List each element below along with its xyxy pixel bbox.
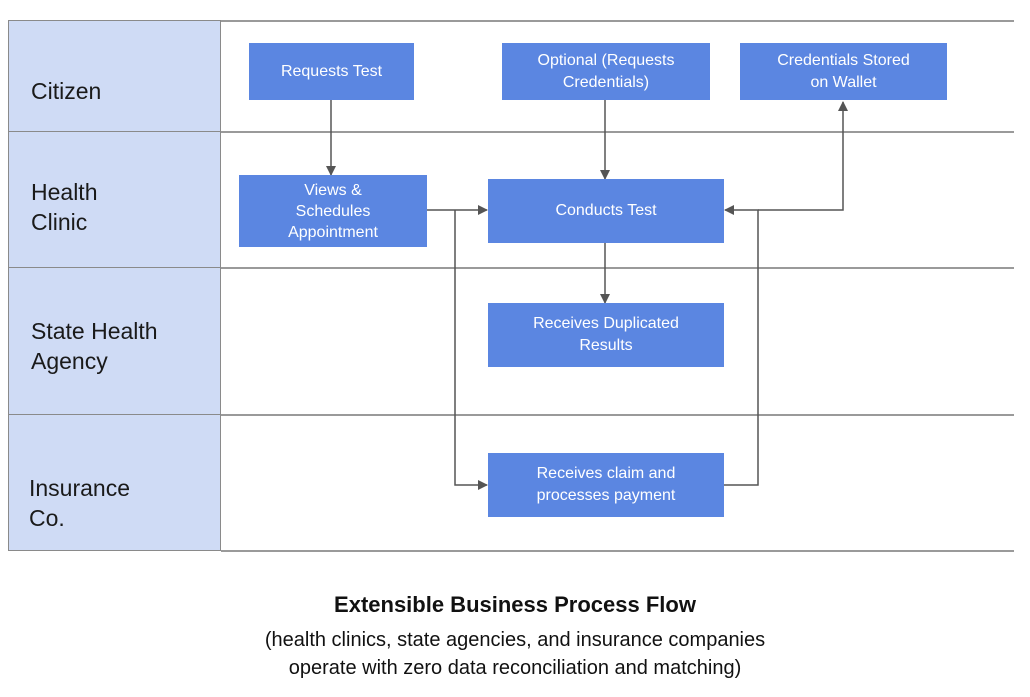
connector-views-to-claim: [454, 210, 488, 490]
lane-label-insurance-co-text: Insurance Co.: [29, 475, 131, 531]
lane-label-insurance-co: Insurance Co.: [8, 414, 221, 551]
lane-divider-top: [221, 20, 1014, 22]
lane-divider-clinic-agency: [221, 267, 1014, 269]
lane-divider-citizen-clinic: [221, 131, 1014, 133]
caption-subtitle: (health clinics, state agencies, and ins…: [264, 629, 766, 679]
lane-label-state-health-agency-text: State Health Agency: [31, 318, 158, 374]
lane-divider-bottom: [221, 550, 1014, 552]
box-receives-duplicated-results: Receives Duplicated Results: [488, 303, 724, 367]
box-receives-claim-processes-payment: Receives claim and processes payment: [488, 453, 724, 517]
lane-label-citizen: Citizen: [8, 20, 221, 132]
lane-label-citizen-text: Citizen: [31, 78, 102, 104]
box-requests-test: Requests Test: [249, 43, 414, 100]
lane-label-health-clinic-text: Health Clinic: [31, 179, 98, 235]
connector-conducts-to-wallet: [758, 101, 848, 211]
lane-divider-agency-insurance: [221, 414, 1014, 416]
connector-layer: [326, 100, 848, 490]
box-conducts-test: Conducts Test: [488, 179, 724, 243]
caption-title: Extensible Business Process Flow: [334, 592, 696, 617]
box-optional-requests-credentials: Optional (Requests Credentials): [502, 43, 710, 100]
connector-claim-to-conducts: [724, 205, 759, 486]
box-credentials-stored-on-wallet: Credentials Stored on Wallet: [740, 43, 947, 100]
lane-label-state-health-agency: State Health Agency: [8, 267, 221, 415]
process-flow-diagram: Citizen Health Clinic State Health Agenc…: [8, 20, 1014, 552]
box-views-schedules-appointment: Views & Schedules Appointment: [239, 175, 427, 247]
